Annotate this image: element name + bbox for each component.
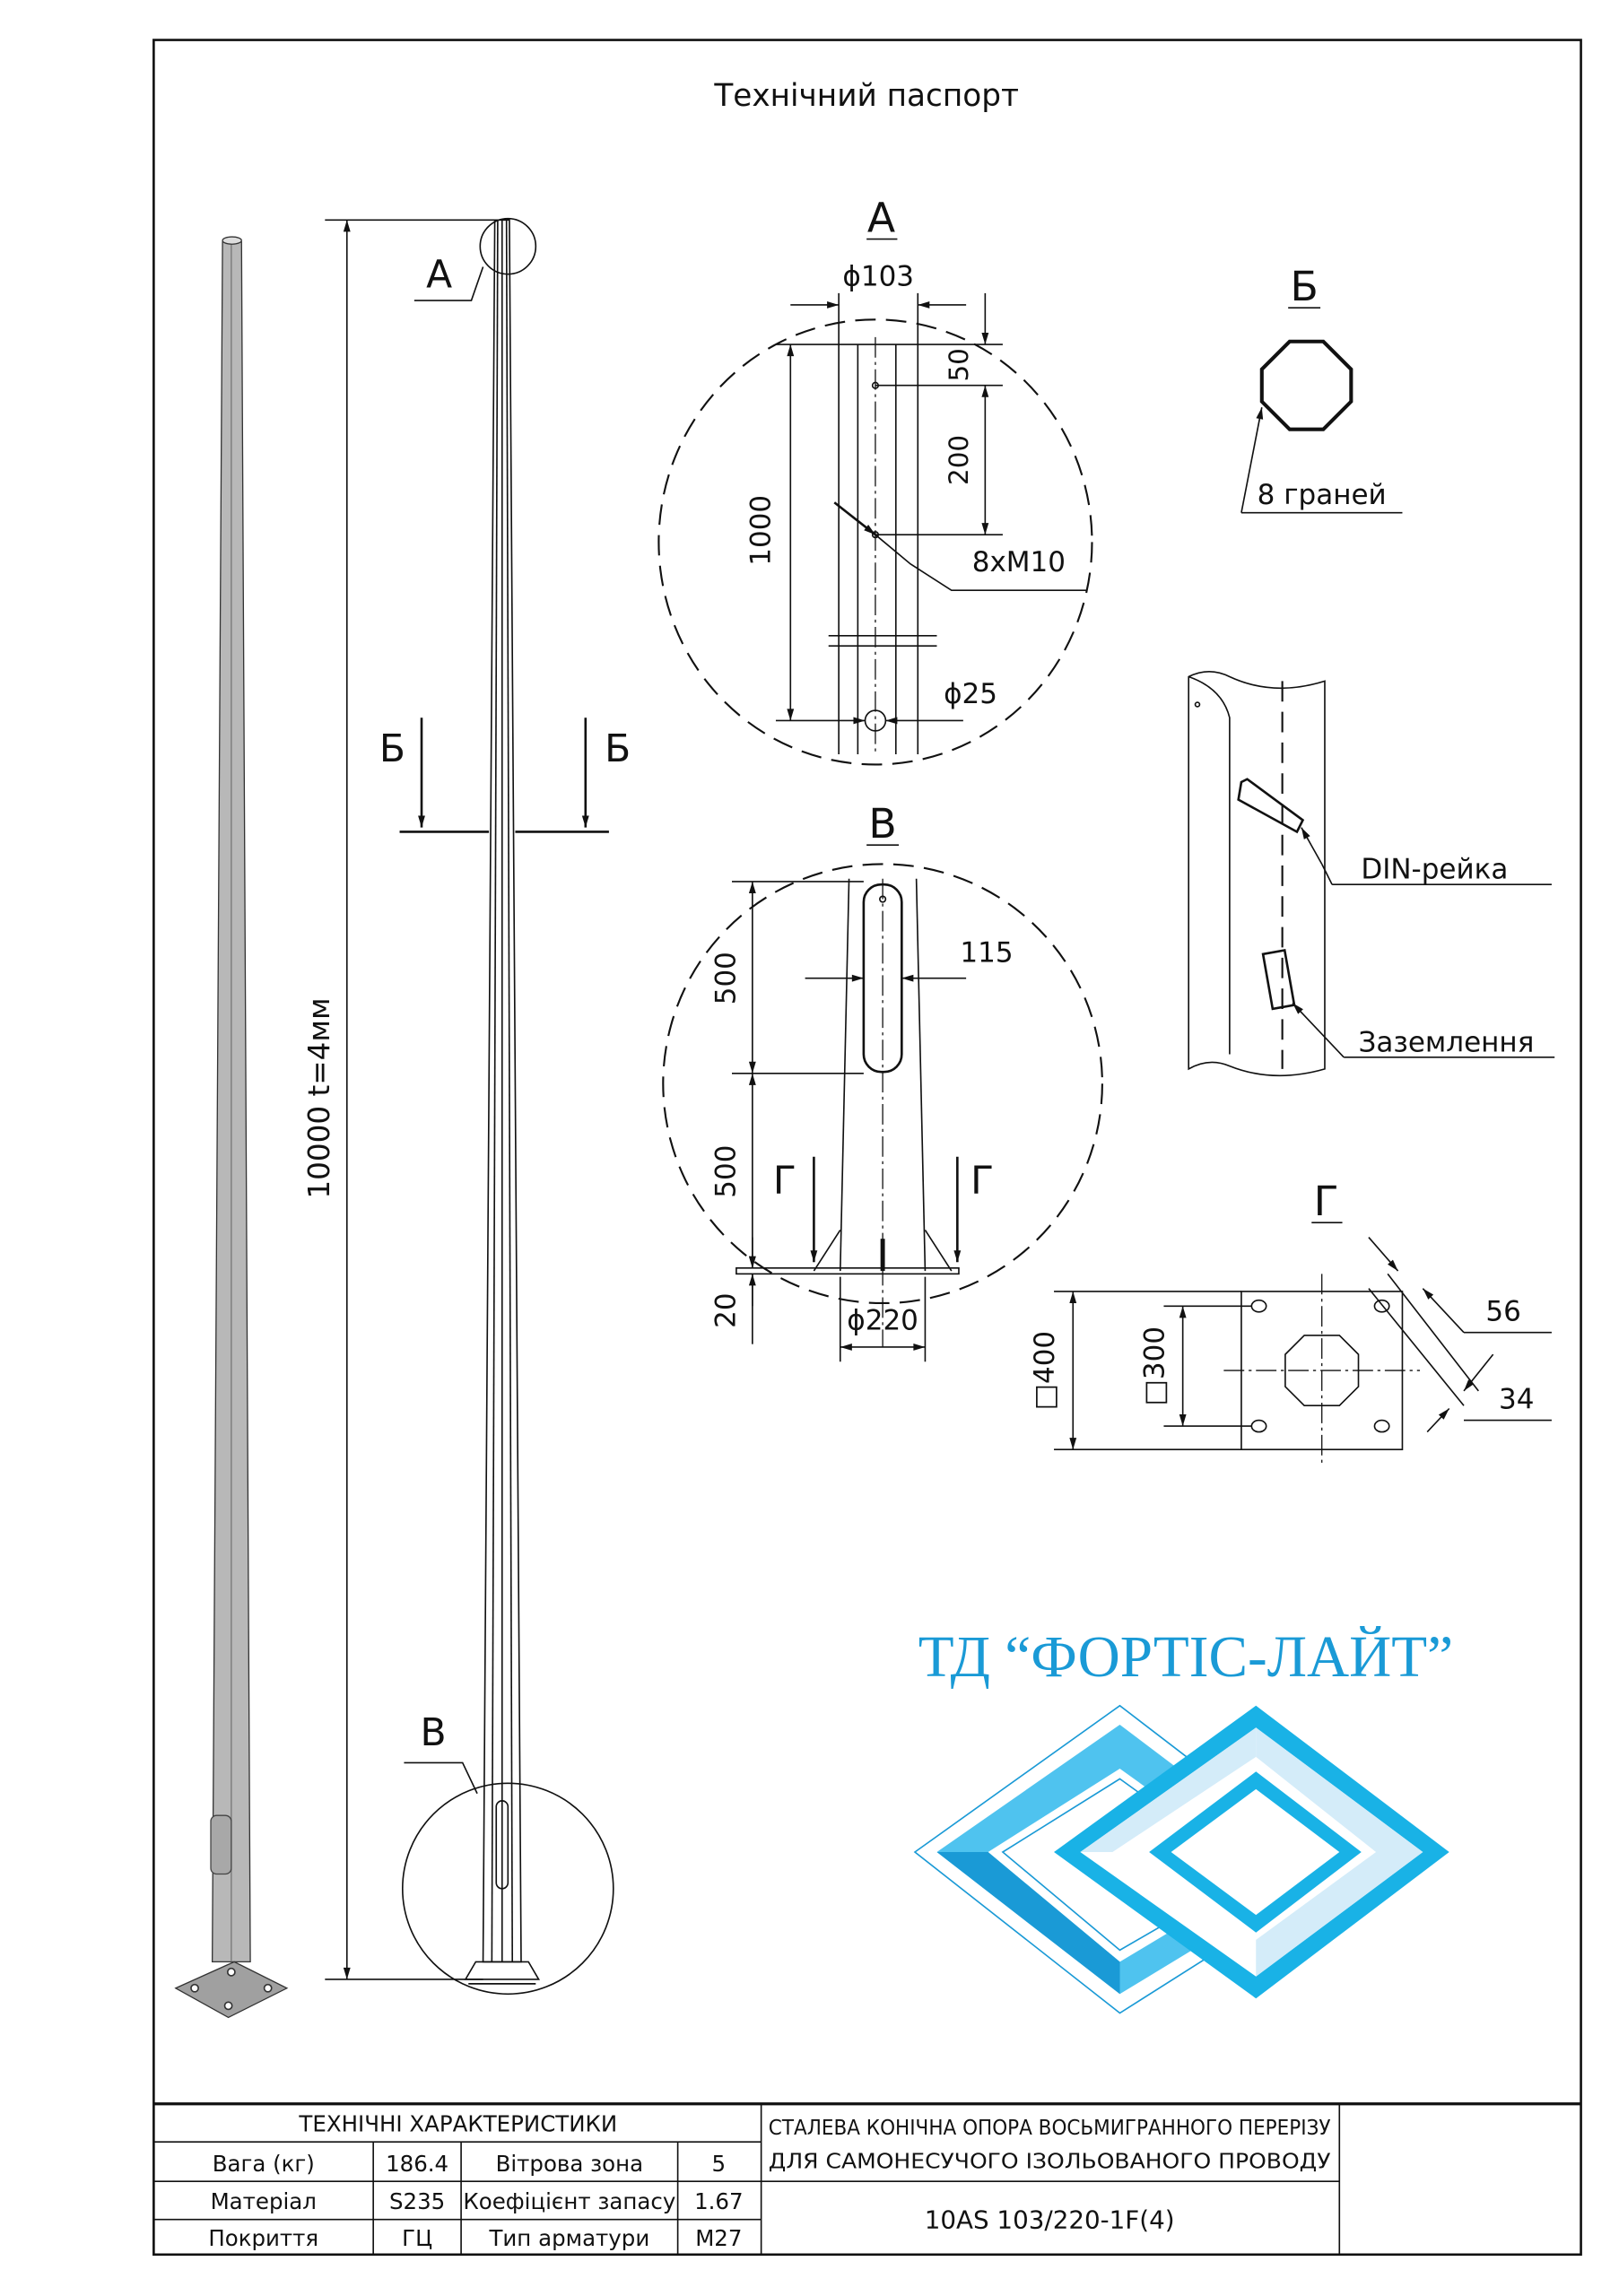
drawing-frame <box>152 39 1582 2257</box>
spec-label: Коефіцієнт запасу <box>463 2188 675 2214</box>
spec-value: ГЦ <box>402 2225 432 2251</box>
bolt-spacing: □300 <box>1138 1326 1171 1405</box>
logo-text: ТД “ФОРТІС-ЛАЙТ” <box>918 1625 1453 1690</box>
diameter-base: ϕ220 <box>847 1304 918 1336</box>
dim-20: 20 <box>709 1292 742 1327</box>
dim-34: 34 <box>1499 1383 1534 1415</box>
spec-table: ТЕХНІЧНІ ХАРАКТЕРИСТИКИ Вага (кг) 186.4 … <box>153 2102 1581 2255</box>
diameter-top: ϕ103 <box>842 261 914 293</box>
detail-a-marker <box>479 217 537 275</box>
description-line-1: СТАЛЕВА КОНІЧНА ОПОРА ВОСЬМИГРАННОГО ПЕР… <box>769 2117 1331 2140</box>
table-row: Вага (кг) 186.4 Вітрова зона 5 <box>213 2151 726 2177</box>
callout-b-left: Б <box>379 727 405 771</box>
model-number: 10AS 103/220-1F(4) <box>925 2205 1175 2234</box>
section-g-right: Г <box>971 1160 994 1204</box>
pole-elevation <box>401 217 614 1996</box>
detail-b-title: Б <box>1290 263 1318 310</box>
table-row: Покриття ГЦ Тип арматури M27 <box>208 2225 742 2251</box>
height-dimension: 10000 t=4мм <box>302 997 336 1198</box>
spec-label: Тип арматури <box>488 2225 649 2251</box>
company-logo: ТД “ФОРТІС-ЛАЙТ” <box>913 1625 1453 2014</box>
page-title: Технічний паспорт <box>713 78 1019 114</box>
dim-56: 56 <box>1485 1296 1520 1328</box>
spec-label: Вітрова зона <box>496 2151 644 2177</box>
detail-g-title: Г <box>1314 1178 1339 1225</box>
dim-500-bottom: 500 <box>709 1145 742 1198</box>
detail-a: А ϕ103 50 200 1000 8xM10 ϕ25 <box>657 194 1093 766</box>
spec-value: M27 <box>695 2225 742 2251</box>
dim-200: 200 <box>944 435 974 485</box>
spec-value: 1.67 <box>694 2188 743 2214</box>
detail-v-marker <box>401 1782 614 1996</box>
callout-v: В <box>421 1711 447 1755</box>
faces-label: 8 граней <box>1258 479 1387 511</box>
spec-label: Покриття <box>208 2225 318 2251</box>
section-g-left: Г <box>773 1160 796 1204</box>
dim-1000: 1000 <box>744 495 777 566</box>
spec-label: Матеріал <box>211 2188 317 2214</box>
callout-b-right: Б <box>605 727 631 771</box>
table-row: Матеріал S235 Коефіцієнт запасу 1.67 <box>211 2188 744 2214</box>
din-rail-view: DIN-рейка Заземлення <box>1188 670 1555 1077</box>
plate-size: □400 <box>1029 1331 1061 1410</box>
detail-a-title: А <box>867 194 895 241</box>
spec-title: ТЕХНІЧНІ ХАРАКТЕРИСТИКИ <box>298 2111 617 2137</box>
dim-50: 50 <box>944 348 974 381</box>
detail-v: В 500 500 20 115 Г Г ϕ220 <box>662 800 1103 1362</box>
diameter-hole: ϕ25 <box>944 678 997 710</box>
grounding-label: Заземлення <box>1358 1026 1534 1058</box>
detail-b: Б 8 граней <box>1240 263 1403 514</box>
holes-label: 8xM10 <box>972 546 1066 578</box>
dim-115: 115 <box>960 937 1013 970</box>
spec-value: 5 <box>712 2151 727 2177</box>
spec-label: Вага (кг) <box>213 2151 315 2177</box>
spec-value: S235 <box>389 2188 445 2214</box>
spec-value: 186.4 <box>386 2151 448 2177</box>
description-line-2: ДЛЯ САМОНЕСУЧОГО ІЗОЛЬОВАНОГО ПРОВОДУ <box>769 2151 1331 2174</box>
detail-v-title: В <box>868 800 896 848</box>
detail-g: Г □400 □300 56 34 <box>1029 1178 1552 1467</box>
dim-500-top: 500 <box>709 952 742 1004</box>
callout-a: А <box>426 253 452 297</box>
pole-3d-view <box>174 236 289 2019</box>
din-rail-label: DIN-рейка <box>1361 854 1508 886</box>
